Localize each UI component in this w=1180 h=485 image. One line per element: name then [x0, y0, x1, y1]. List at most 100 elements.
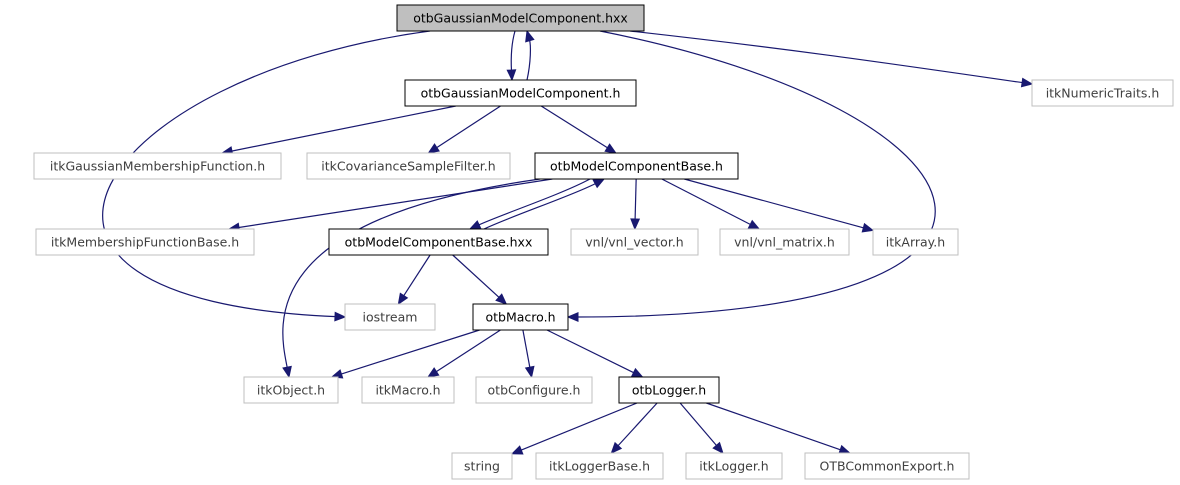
- edge-otb_logger-to-itk_logger_base: [610, 402, 658, 454]
- node-label: itkLoggerBase.h: [549, 459, 650, 474]
- edge-line: [679, 402, 718, 447]
- edge-line: [684, 178, 865, 229]
- node-label: itkGaussianMembershipFunction.h: [50, 159, 265, 174]
- node-label: itkCovarianceSampleFilter.h: [321, 159, 495, 174]
- edge-line: [452, 254, 501, 299]
- edge-otb_mcb_h-to-itk_array: [684, 178, 875, 233]
- node-label: itkLogger.h: [699, 459, 768, 474]
- edge-arrowhead: [525, 29, 535, 43]
- node-box: [804, 452, 970, 480]
- edge-otb_macro-to-otb_configure: [522, 329, 535, 379]
- edge-arrowhead: [592, 178, 606, 189]
- edge-arrowhead: [1020, 77, 1034, 88]
- edge-line: [510, 30, 516, 72]
- edge-line: [102, 30, 431, 318]
- edge-arrowhead: [397, 292, 409, 306]
- edge-otb_gmc_hxx-to-otb_gmc_h: [506, 30, 517, 82]
- edge-arrowhead: [426, 367, 440, 378]
- edge-arrowhead: [506, 69, 517, 82]
- edge-arrowhead: [566, 312, 579, 322]
- edge-arrowhead: [524, 365, 535, 379]
- node-label: itkObject.h: [257, 383, 325, 398]
- edge-otb_logger-to-itk_logger: [679, 402, 724, 454]
- node-box: [472, 303, 569, 331]
- node-box: [361, 376, 455, 404]
- node-box: [404, 79, 637, 107]
- edge-line: [634, 178, 637, 221]
- node-label: otbGaussianModelComponent.hxx: [413, 11, 628, 26]
- node-box: [475, 376, 593, 404]
- node-label: otbModelComponentBase.h: [550, 159, 723, 174]
- edge-line: [520, 402, 638, 451]
- edge-otb_gmc_h-to-otb_gmc_hxx: [525, 29, 535, 81]
- edges-layer: [102, 29, 1034, 455]
- node-box: [243, 376, 339, 404]
- node-otb-macro[interactable]: otbMacro.h: [472, 303, 569, 331]
- edge-otb_mcb_h-to-itk_mf_base: [227, 178, 553, 233]
- node-box: [535, 452, 664, 480]
- edge-arrowhead: [282, 365, 292, 379]
- nodes-layer: otbGaussianModelComponent.hxx otbGaussian…: [33, 4, 1174, 480]
- node-itk-cov-filter: itkCovarianceSampleFilter.h: [306, 152, 511, 180]
- edge-line: [477, 178, 591, 226]
- node-box: [328, 228, 549, 256]
- edge-otb_mcb_hxx-to-iostream: [397, 254, 431, 306]
- node-string: string: [451, 452, 513, 480]
- edge-line: [546, 329, 635, 374]
- node-itk-gauss-mf: itkGaussianMembershipFunction.h: [33, 152, 282, 180]
- node-box: [451, 452, 513, 480]
- node-label: otbMacro.h: [486, 310, 556, 325]
- node-box: [618, 376, 720, 404]
- node-label: string: [464, 459, 500, 474]
- node-label: vnl/vnl_vector.h: [585, 235, 683, 250]
- node-itk-mf-base: itkMembershipFunctionBase.h: [35, 228, 255, 256]
- edge-otb_mcb_h-to-vnl_vector: [630, 178, 641, 231]
- node-box: [534, 152, 739, 180]
- node-box: [396, 4, 645, 32]
- node-box: [685, 452, 783, 480]
- node-label: itkMembershipFunctionBase.h: [51, 235, 239, 250]
- node-vnl-matrix: vnl/vnl_matrix.h: [719, 228, 850, 256]
- node-itk-object: itkObject.h: [243, 376, 339, 404]
- node-label: otbConfigure.h: [488, 383, 581, 398]
- edge-line: [540, 105, 609, 149]
- edge-arrowhead: [861, 222, 875, 233]
- node-box: [872, 228, 959, 256]
- node-otb-mcb-h[interactable]: otbModelComponentBase.h: [534, 152, 739, 180]
- node-otb-gmc-hxx[interactable]: otbGaussianModelComponent.hxx: [396, 4, 645, 32]
- node-vnl-vector: vnl/vnl_vector.h: [570, 228, 699, 256]
- edge-otb_gmc_hxx-to-otb_macro: [566, 30, 936, 322]
- edge-line: [617, 402, 658, 447]
- node-label: iostream: [363, 310, 418, 325]
- edge-line: [230, 105, 456, 152]
- node-box: [570, 228, 699, 256]
- edge-line: [706, 402, 842, 451]
- node-otb-gmc-h[interactable]: otbGaussianModelComponent.h: [404, 79, 637, 107]
- edge-arrowhead: [468, 220, 482, 230]
- edge-arrowhead: [610, 441, 623, 454]
- node-label: itkArray.h: [886, 235, 945, 250]
- edge-line: [661, 178, 752, 226]
- edge-arrowhead: [510, 445, 524, 455]
- edge-arrowhead: [495, 293, 508, 305]
- edge-otb_gmc_hxx-to-itk_numeric_traits: [629, 30, 1034, 88]
- edge-line: [522, 329, 531, 369]
- edge-arrowhead: [838, 444, 851, 455]
- edge-otb_mcb_h-to-otb_mcb_hxx: [468, 178, 591, 230]
- node-otb-mcb-hxx[interactable]: otbModelComponentBase.hxx: [328, 228, 549, 256]
- node-box: [344, 303, 436, 331]
- node-itk-array: itkArray.h: [872, 228, 959, 256]
- node-label: otbLogger.h: [632, 383, 706, 398]
- node-box: [719, 228, 850, 256]
- node-itk-macro: itkMacro.h: [361, 376, 455, 404]
- node-box: [306, 152, 511, 180]
- node-itk-logger: itkLogger.h: [685, 452, 783, 480]
- node-label: itkMacro.h: [375, 383, 440, 398]
- node-otb-common-export: OTBCommonExport.h: [804, 452, 970, 480]
- edge-otb_macro-to-otb_logger: [546, 329, 644, 378]
- node-otb-logger[interactable]: otbLogger.h: [618, 376, 720, 404]
- edge-line: [629, 30, 1024, 84]
- edge-otb_logger-to-string: [510, 402, 638, 455]
- node-box: [1031, 79, 1174, 107]
